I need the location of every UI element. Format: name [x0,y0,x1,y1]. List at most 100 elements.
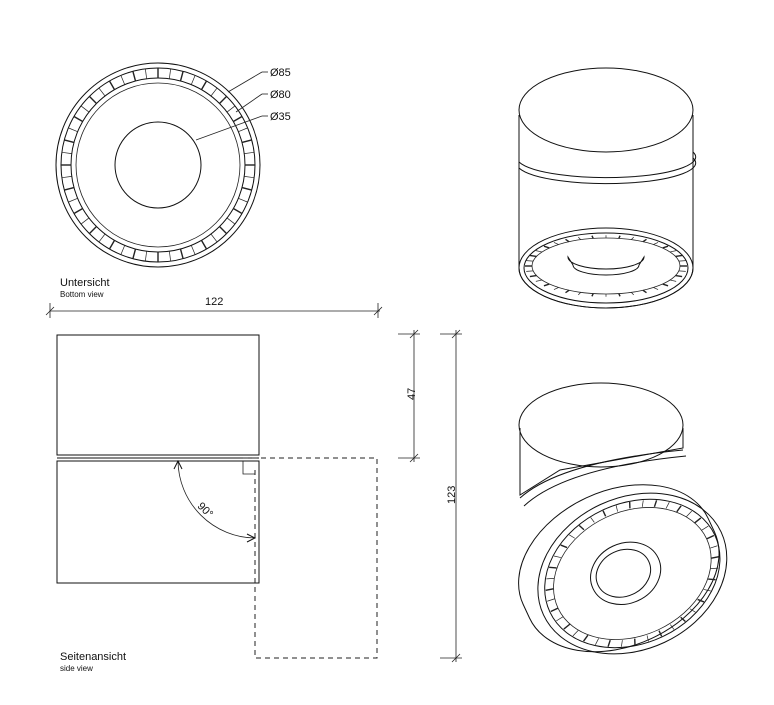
straight-body-outline [518,115,694,309]
perspective-straight [518,67,697,309]
reflector-circle [75,82,241,248]
rib [244,151,255,154]
rib [80,105,90,113]
rib [658,630,663,637]
rib [144,251,147,262]
rib [132,248,137,259]
rib [238,127,248,133]
rib [708,578,716,581]
rib [701,525,709,531]
rib [591,235,594,239]
rib [543,283,550,287]
rib [595,638,599,645]
rib [618,293,621,297]
rib [241,186,252,191]
rib [219,226,228,235]
rib [232,207,243,215]
rib [578,292,581,296]
rib [73,115,84,123]
rib [665,502,670,509]
rib [686,510,692,517]
rib [710,567,719,569]
rib [543,245,550,249]
rib [200,80,208,91]
rib [642,289,647,294]
rib [232,115,243,123]
tilted-lens-inner [595,548,652,598]
pivot-corner [242,461,255,475]
rib [210,233,218,243]
rib [565,238,570,243]
outer-circle-d85 [55,62,261,268]
straight-lens [567,255,645,276]
rib [120,245,126,255]
rib [88,226,97,235]
rib [662,283,669,287]
rib [64,186,75,191]
tilted-head-side [518,484,720,653]
rib [529,274,537,278]
rib [676,505,682,513]
rib [653,287,659,290]
label-d85: Ø85 [270,67,291,79]
rib [569,534,575,539]
rib [634,638,636,646]
rib [120,75,126,85]
tilted-joint-arc-1 [519,449,684,499]
rib [553,242,559,245]
rib [621,640,623,647]
rib [190,75,196,85]
rib [591,293,594,297]
rib [98,87,106,97]
rib [73,207,84,215]
tilted-ribs [545,500,720,647]
total-height-tick-bottom [451,653,461,663]
rib [706,534,715,540]
rib [694,517,702,524]
rib [556,616,564,622]
rib [553,555,561,558]
rib [553,287,559,290]
rib [550,607,559,613]
straight-top-ellipse [518,67,694,153]
rib [680,616,686,622]
rib [80,217,90,225]
angle-label: 90° [195,500,215,520]
rib [529,254,537,258]
tilted-head-outer [537,492,728,655]
rib [144,68,147,79]
rib [602,510,607,517]
leader-d35 [195,115,263,141]
tilted-head-rim [544,498,721,649]
rib [582,634,589,642]
upper-height-tick-bottom [409,453,419,463]
rib [578,524,585,531]
rib [238,197,248,203]
rib [68,197,78,203]
rib [653,500,658,508]
width-tick-left [45,306,55,316]
rib [200,239,208,250]
straight-joint-bottom [518,157,697,185]
total-height-label: 123 [446,486,458,504]
rib [535,279,542,282]
rib [132,71,137,82]
rib [547,598,555,602]
rib [670,279,677,282]
bottom-view: Ø85 Ø80 Ø35 Untersicht Bottom view [55,62,291,299]
rib [675,274,683,278]
rib [169,251,172,262]
width-tick-right [373,306,383,316]
rib [590,517,595,523]
rib [697,598,705,603]
rib [546,578,555,580]
rib [631,292,634,296]
lower-head [56,460,260,584]
angle-arc [177,460,256,539]
angle-arrow-right [246,533,257,543]
rib [219,95,228,104]
rib [88,95,97,104]
rib [689,608,696,613]
rib [226,217,236,225]
